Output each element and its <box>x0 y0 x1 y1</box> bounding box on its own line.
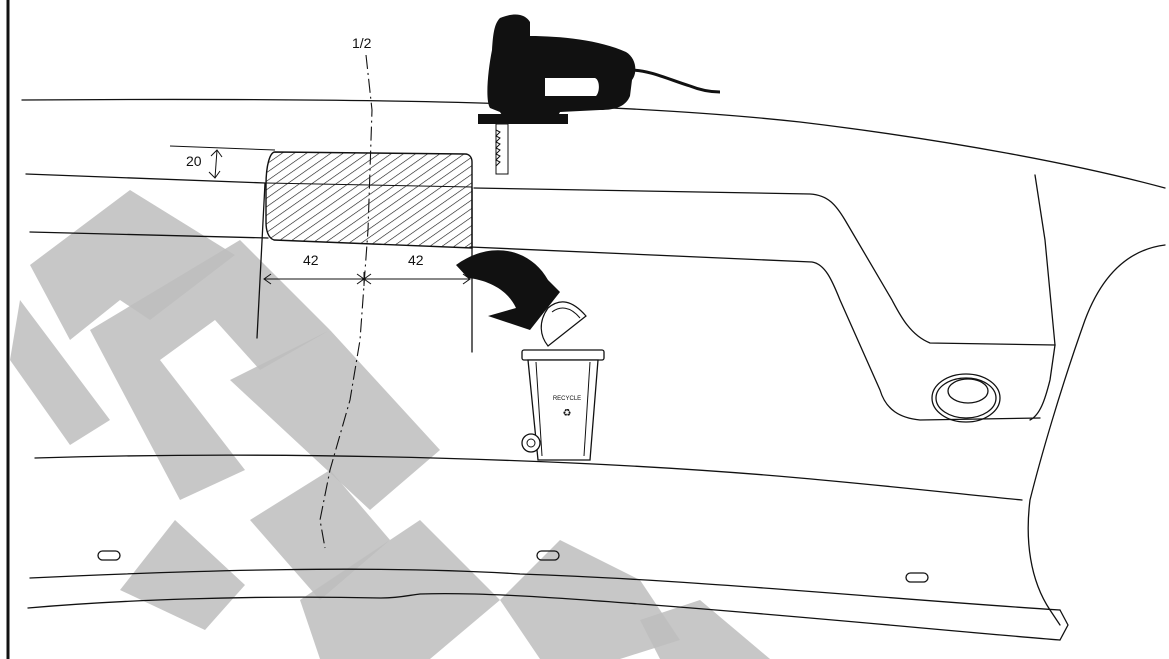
left-width-label: 42 <box>303 252 319 268</box>
curved-arrow-icon <box>456 250 560 330</box>
watermark <box>10 190 770 659</box>
recycle-bin-icon: RECYCLE ♻ <box>521 301 605 461</box>
slot <box>97 550 121 561</box>
sensor-hole <box>931 373 1001 423</box>
jigsaw-icon <box>478 14 721 175</box>
height-dimension-label: 20 <box>186 153 202 169</box>
recycle-symbol: ♻ <box>563 408 572 419</box>
center-line: 1/2 <box>319 35 373 549</box>
width-dimensions: 42 42 <box>263 252 471 286</box>
right-width-label: 42 <box>408 252 424 268</box>
slot <box>905 572 929 583</box>
height-dimension: 20 <box>169 145 276 179</box>
mounting-slots <box>97 550 929 583</box>
slot <box>536 550 560 561</box>
center-line-label: 1/2 <box>352 35 372 51</box>
bin-label: RECYCLE <box>553 396 581 402</box>
